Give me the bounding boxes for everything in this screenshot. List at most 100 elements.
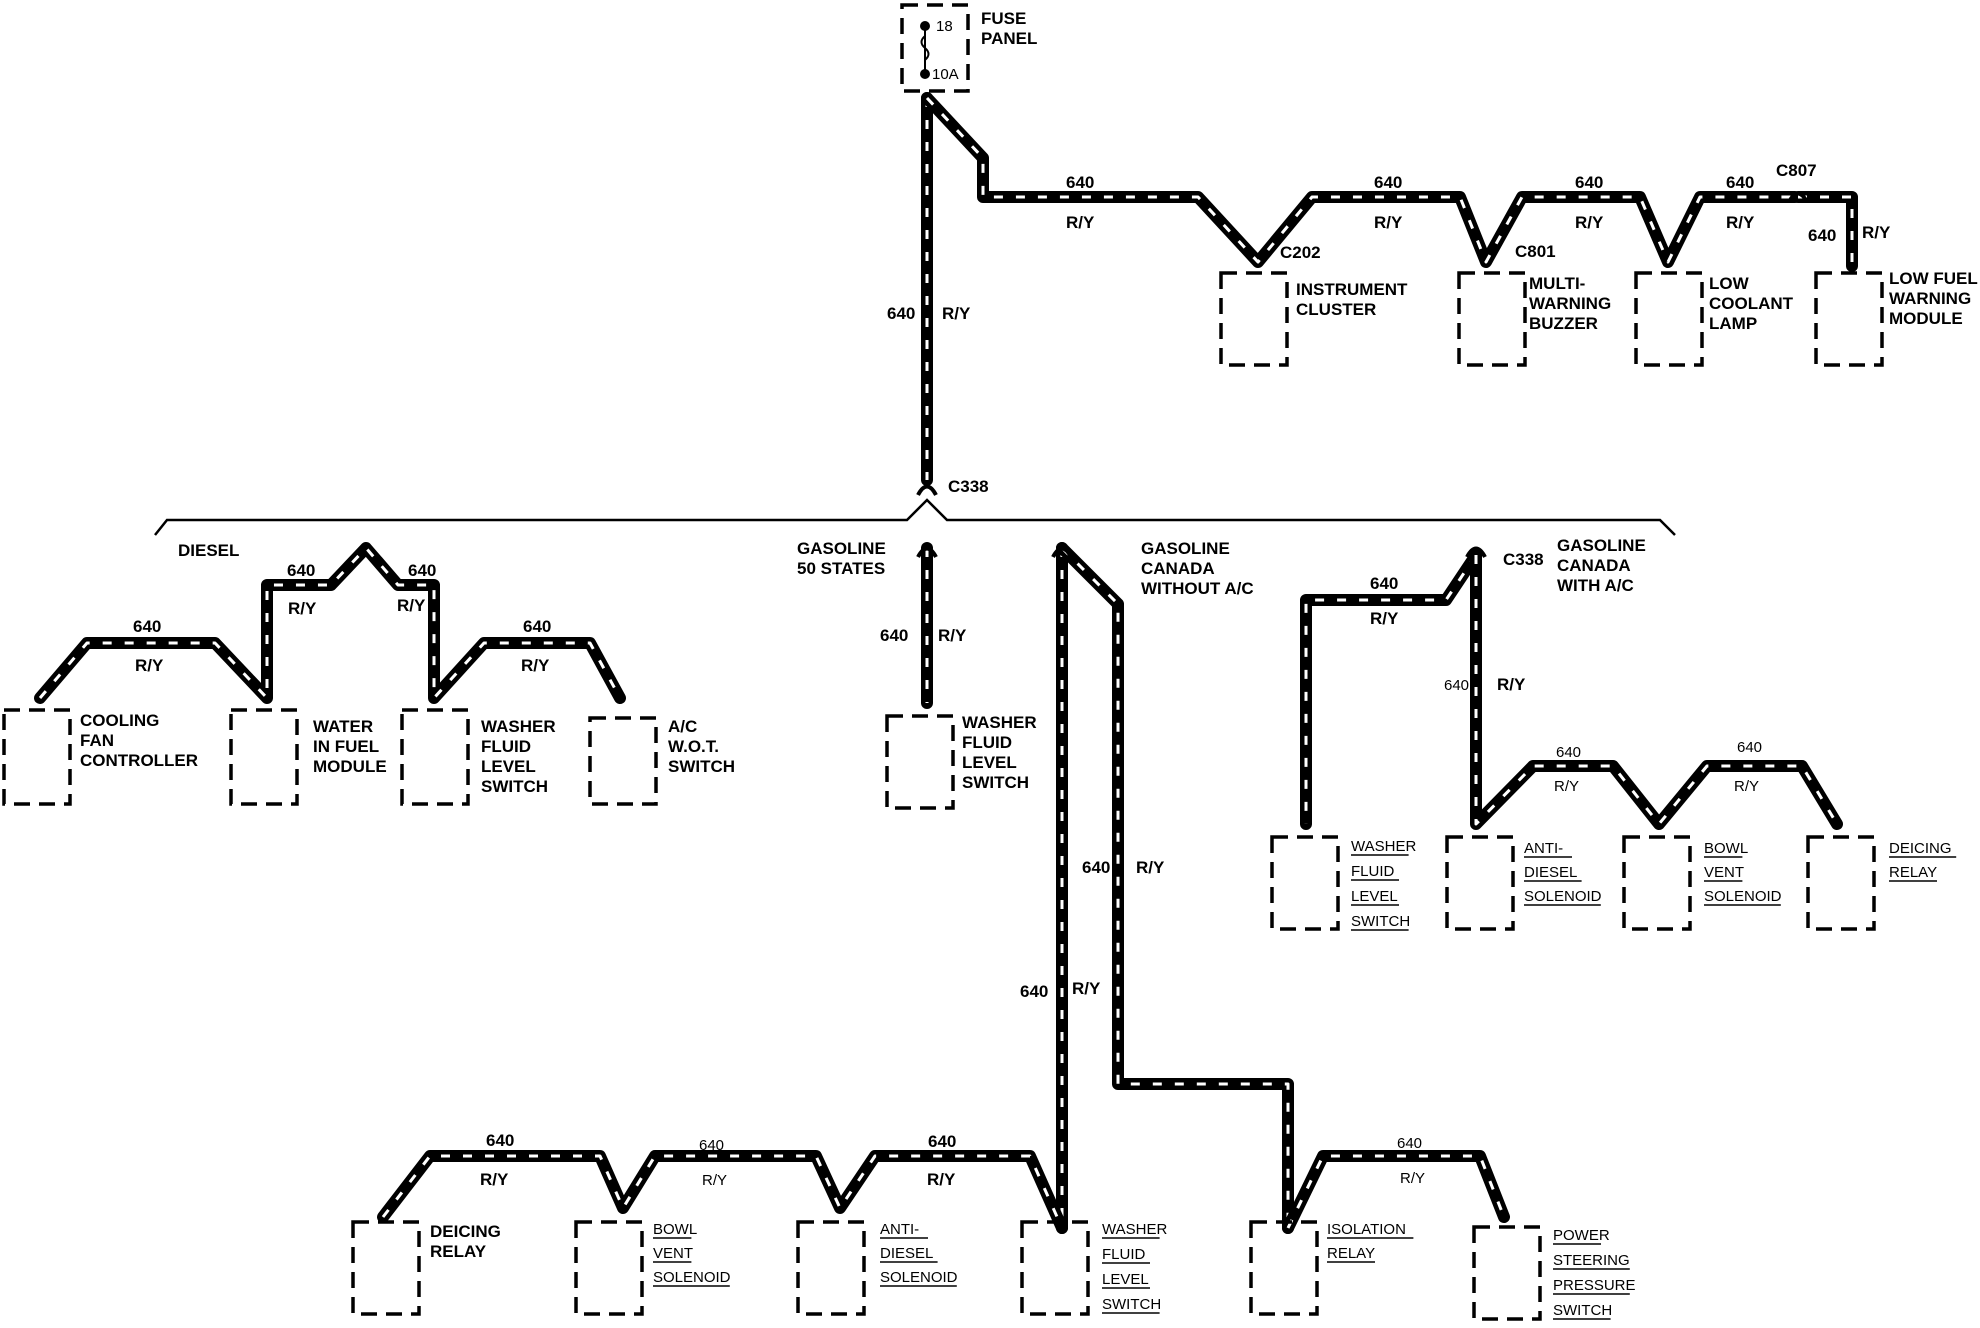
diesel-wire-3-circuit: 640 [408,561,436,580]
diesel-wire-2-color: R/Y [288,599,317,618]
top-wire-4-circuit: 640 [1726,173,1754,192]
canada-deicing-relay-label-line-2: RELAY [1889,864,1937,881]
canada-ac-wire-2-circuit: 640 [1444,677,1469,694]
top-wire-3-color: R/Y [1575,213,1604,232]
bottom-washer-fluid-level-switch-box [1020,1220,1090,1316]
bottom-deicing-relay-label-line-2: RELAY [430,1242,487,1261]
canada-ac-wire-3-color: R/Y [1554,778,1579,795]
top-wire-3-circuit: 640 [1575,173,1603,192]
power-steering-pressure-switch-box [1472,1225,1542,1321]
ac-wot-switch-label-line-2: W.O.T. [668,737,719,756]
low-fuel-warning-module-label-line-2: WARNING [1889,289,1971,308]
bottom-deicing-relay-box [351,1220,421,1316]
c338-bus-line [154,498,1676,536]
power-steering-pressure-switch-label-line-3: PRESSURE [1553,1277,1636,1294]
wire-canada-ac-main [1470,549,1843,830]
isolation-relay-box [1249,1220,1319,1316]
fuse-panel-box [900,3,970,93]
canada-deicing-relay-label-line-1: DEICING [1889,840,1952,857]
fuse-panel-title-1: FUSE [981,9,1026,28]
bottom-wire-4-color: R/Y [1400,1170,1425,1187]
diesel-wire-4-circuit: 640 [523,617,551,636]
c338-canada-label: C338 [1503,550,1544,569]
bottom-bowl-vent-solenoid-label-line-1: BOWL [653,1221,697,1238]
bottom-wire-2-color: R/Y [702,1172,727,1189]
wire-diesel-stripe [38,546,622,700]
wire-lowfuel-drop [1792,191,1858,272]
diesel-washer-fluid-level-switch-label-line-2: FLUID [481,737,531,756]
wire-bottom-right-stripe [1286,1154,1506,1229]
low-coolant-lamp-label-line-3: LAMP [1709,314,1757,333]
fuse-panel-title-2: PANEL [981,29,1037,48]
canada-anti-diesel-solenoid-label-line-1: ANTI- [1524,840,1563,857]
gasoline-50-states-label-line-2: 50 STATES [797,559,885,578]
bottom-bowl-vent-solenoid-box [574,1220,644,1316]
c202-label: C202 [1280,243,1321,262]
wire-canada-noac-right-stripe [1060,546,1290,1228]
gas50-washer-fluid-level-switch-label-line-4: SWITCH [962,773,1029,792]
gasoline-canada-without-ac-label-line-3: WITHOUT A/C [1141,579,1254,598]
diesel-washer-fluid-level-switch-label-line-3: LEVEL [481,757,536,776]
canada-ac-wire-4-color: R/Y [1734,778,1759,795]
wires [34,92,1858,1234]
gasoline-canada-with-ac-label-line-1: GASOLINE [1557,536,1646,555]
wire-canada-ac-left-stripe [1304,554,1478,824]
canada-ac-wire-1-circuit: 640 [1370,574,1398,593]
canada-washer-fluid-level-switch-label-line-2: FLUID [1351,863,1395,880]
top-wire-1-circuit: 640 [1066,173,1094,192]
bottom-wire-3-circuit: 640 [928,1132,956,1151]
lowfuel-wire-circuit: 640 [1808,226,1836,245]
multi-warning-buzzer-label-line-3: BUZZER [1529,314,1598,333]
bottom-anti-diesel-solenoid-label-line-3: SOLENOID [880,1269,958,1286]
gas50-connector-mark [916,546,938,559]
cooling-fan-controller-label-line-2: FAN [80,731,114,750]
bottom-wire-3-color: R/Y [927,1170,956,1189]
top-wire-4-color: R/Y [1726,213,1755,232]
ac-wot-switch-label-line-3: SWITCH [668,757,735,776]
connector-marks [154,21,1809,559]
canada-washer-fluid-level-switch-label-line-3: LEVEL [1351,888,1398,905]
fuse-terminal-top [920,21,930,31]
gas50-washer-fluid-level-switch-box [885,714,955,810]
fuse-rating: 10A [932,66,959,83]
wire-fuse-to-c338-color: R/Y [942,304,971,323]
instrument-cluster-box [1219,271,1289,367]
top-wire-2-color: R/Y [1374,213,1403,232]
component-boxes [2,3,1884,1321]
c338-main-label: C338 [948,477,989,496]
water-in-fuel-module-box [229,708,299,806]
bottom-bowl-vent-solenoid-label-line-3: SOLENOID [653,1269,731,1286]
cooling-fan-controller-label-line-1: COOLING [80,711,159,730]
canada-anti-diesel-solenoid-label-line-3: SOLENOID [1524,888,1602,905]
bottom-washer-fluid-level-switch-label-line-4: SWITCH [1102,1296,1161,1313]
bottom-washer-fluid-level-switch-label-line-3: LEVEL [1102,1271,1149,1288]
canada-noac-connector-mark [1051,546,1073,559]
ac-wot-switch-label-line-1: A/C [668,717,697,736]
wire-bottom-right [1282,1150,1510,1234]
multi-warning-buzzer-label-line-2: WARNING [1529,294,1611,313]
wire-top-branch-stripe [925,96,1795,264]
bottom-washer-fluid-level-switch-label-line-1: WASHER [1102,1221,1167,1238]
bottom-anti-diesel-solenoid-box [796,1220,866,1316]
wire-fuse-to-c338-circuit: 640 [887,304,915,323]
low-coolant-lamp-label-line-1: LOW [1709,274,1750,293]
ac-wot-switch-box [588,716,658,806]
fuse-terminal-bottom [920,69,930,79]
gas50-wire-color: R/Y [938,626,967,645]
cooling-fan-controller-box [2,708,72,806]
fuse-number: 18 [936,18,953,35]
power-steering-pressure-switch-label-line-2: STEERING [1553,1252,1630,1269]
water-in-fuel-module-label-line-3: MODULE [313,757,387,776]
canada-anti-diesel-solenoid-label-line-2: DIESEL [1524,864,1577,881]
wire-bottom-left-stripe [381,1154,1064,1229]
canada-bowl-vent-solenoid-label-line-3: SOLENOID [1704,888,1782,905]
c338-canada-mark [1465,546,1487,559]
canada-washer-fluid-level-switch-label-line-4: SWITCH [1351,913,1410,930]
canada-noac-wire-1-color: R/Y [1136,858,1165,877]
instrument-cluster-label-line-2: CLUSTER [1296,300,1376,319]
low-coolant-lamp-box [1634,271,1704,367]
wire-bottom-left [377,1150,1068,1234]
multi-warning-buzzer-box [1457,271,1527,367]
bottom-anti-diesel-solenoid-label-line-2: DIESEL [880,1245,933,1262]
diesel-wire-1-circuit: 640 [133,617,161,636]
